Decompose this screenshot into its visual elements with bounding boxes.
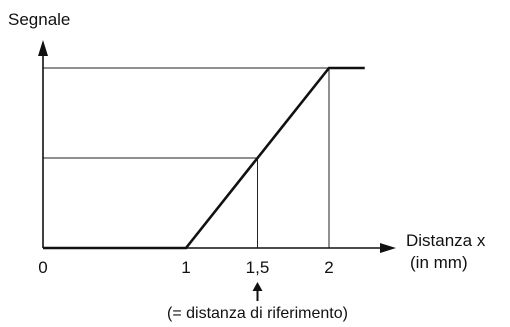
reference-up-arrow-icon <box>252 282 263 301</box>
y-axis-title: Segnale <box>8 10 70 29</box>
reference-annotation: (= distanza di riferimento) <box>167 305 348 322</box>
x-tick-label: 0 <box>38 258 47 277</box>
x-axis-arrow-icon <box>380 243 396 253</box>
x-tick-label: 1,5 <box>246 258 270 277</box>
x-tick-label: 2 <box>324 258 333 277</box>
series-group <box>43 66 365 250</box>
x-tick-label: 1 <box>181 258 190 277</box>
signal-line <box>43 66 365 250</box>
guide-lines <box>43 67 330 248</box>
axes <box>38 40 396 253</box>
x-axis-unit: (in mm) <box>410 253 468 272</box>
x-axis-title: Distanza x <box>406 231 486 250</box>
y-axis-arrow-icon <box>38 40 48 56</box>
